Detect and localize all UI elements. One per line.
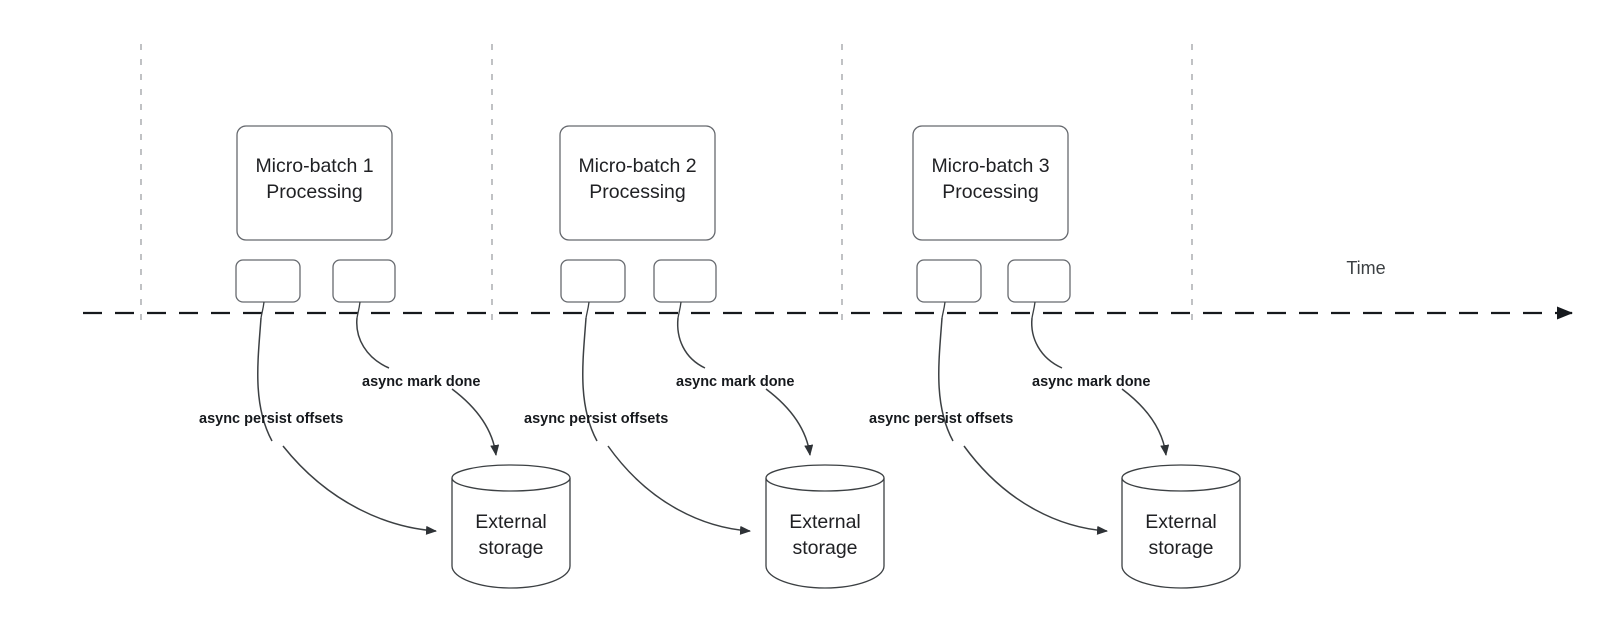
storage-cylinder-3-label-line2: storage <box>1148 537 1213 559</box>
persist-offsets-arrow-2 <box>607 445 751 535</box>
persist-offsets-arrow-3 <box>963 445 1108 535</box>
process-box-2-label-line2: Processing <box>589 181 685 203</box>
mark-done-label-2: async mark done <box>676 374 794 390</box>
task-box-2a[interactable] <box>560 259 626 303</box>
task-box-3a-stem <box>941 301 946 319</box>
mark-done-arrow-2 <box>765 388 814 456</box>
task-box-2b[interactable] <box>653 259 717 303</box>
process-box-3[interactable] <box>912 125 1069 241</box>
storage-cylinder-2-body[interactable] <box>765 478 885 589</box>
task-box-1a[interactable] <box>235 259 301 303</box>
task-box-1b-stem <box>356 301 361 319</box>
storage-cylinder-1-top <box>451 464 571 492</box>
task-box-1a-stem <box>260 301 265 319</box>
storage-cylinder-2-top <box>765 464 885 492</box>
persist-offsets-curve-2-upper <box>582 317 598 442</box>
time-axis-label: Time <box>1346 258 1385 278</box>
storage-cylinder-1-body[interactable] <box>451 478 571 589</box>
persist-offsets-curve-1-upper <box>257 317 273 442</box>
process-box-3-label-line2: Processing <box>942 181 1038 203</box>
task-box-2b-stem <box>677 301 682 319</box>
persist-offsets-label-2: async persist offsets <box>524 411 668 427</box>
process-box-2-label-line1: Micro-batch 2 <box>578 155 696 177</box>
storage-cylinder-3-label-line1: External <box>1145 511 1217 533</box>
process-box-2[interactable] <box>559 125 716 241</box>
task-box-3a[interactable] <box>916 259 982 303</box>
storage-cylinder-1-label-line1: External <box>475 511 547 533</box>
group-3: Micro-batch 3 Processing async persist o… <box>869 125 1241 589</box>
mark-done-label-1: async mark done <box>362 374 480 390</box>
storage-cylinder-1-label-line2: storage <box>478 537 543 559</box>
process-box-3-label-line1: Micro-batch 3 <box>931 155 1049 177</box>
process-box-1-label-line1: Micro-batch 1 <box>255 155 373 177</box>
persist-offsets-arrow-1 <box>282 445 437 535</box>
persist-offsets-label-1: async persist offsets <box>199 411 343 427</box>
mark-done-curve-1-upper <box>356 317 390 369</box>
task-box-1b[interactable] <box>332 259 396 303</box>
storage-cylinder-2-label-line2: storage <box>792 537 857 559</box>
task-box-2a-stem <box>585 301 590 319</box>
group-1: Micro-batch 1 Processing async persist o… <box>199 125 571 589</box>
process-box-1[interactable] <box>236 125 393 241</box>
task-box-3b-stem <box>1031 301 1036 319</box>
storage-cylinder-3-top <box>1121 464 1241 492</box>
persist-offsets-label-3: async persist offsets <box>869 411 1013 427</box>
storage-cylinder-2-label-line1: External <box>789 511 861 533</box>
mark-done-curve-2-upper <box>676 317 706 369</box>
persist-offsets-curve-3-upper <box>938 317 954 442</box>
storage-cylinder-3-body[interactable] <box>1121 478 1241 589</box>
task-box-3b[interactable] <box>1007 259 1071 303</box>
mark-done-curve-3-upper <box>1031 317 1063 369</box>
process-box-1-label-line2: Processing <box>266 181 362 203</box>
mark-done-arrow-1 <box>451 388 500 456</box>
mark-done-arrow-3 <box>1121 388 1170 456</box>
group-2: Micro-batch 2 Processing async persist o… <box>524 125 885 589</box>
mark-done-label-3: async mark done <box>1032 374 1150 390</box>
